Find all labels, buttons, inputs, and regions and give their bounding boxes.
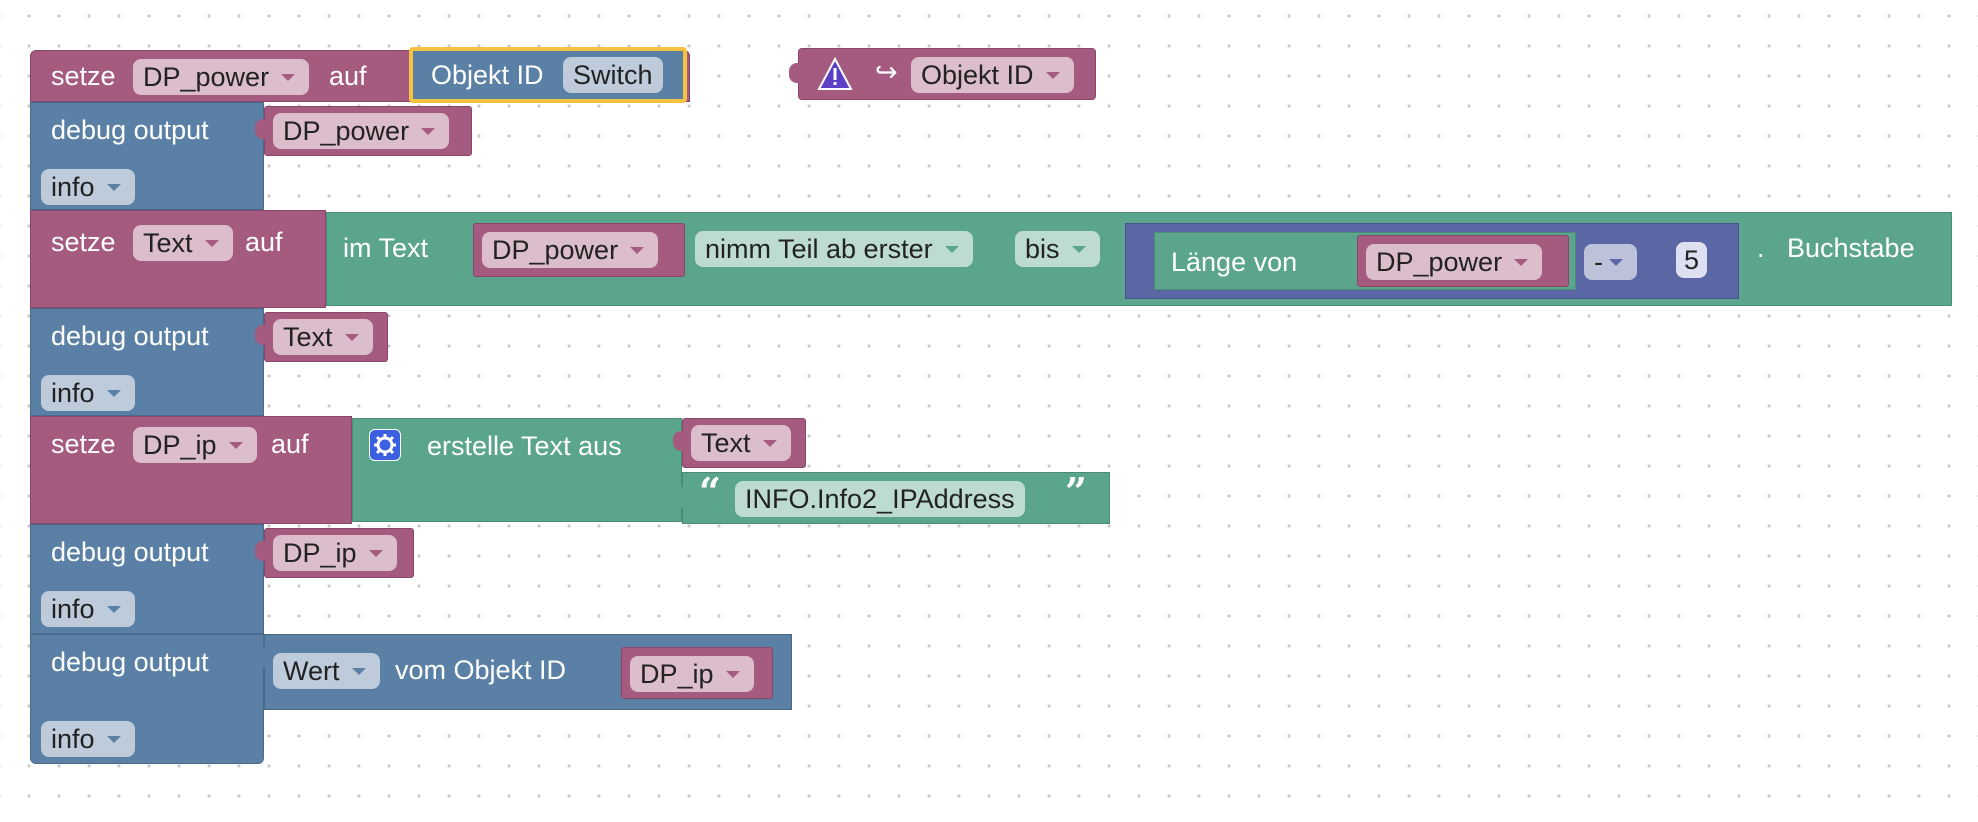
variable-dropdown[interactable]: Text bbox=[273, 319, 373, 355]
to-label: auf bbox=[271, 429, 309, 459]
to-label: auf bbox=[329, 61, 367, 91]
set-variable-block[interactable]: setze DP_power auf Objekt ID Switch bbox=[30, 47, 690, 103]
variable-dropdown[interactable]: DP_power bbox=[273, 113, 450, 149]
left-connector bbox=[255, 325, 265, 345]
property-dropdown[interactable]: Wert bbox=[273, 653, 380, 689]
floating-object-id-block[interactable]: ↪ Objekt ID bbox=[789, 48, 1096, 100]
variable-dropdown[interactable]: DP_power bbox=[133, 59, 310, 95]
object-id-label: Objekt ID bbox=[431, 60, 544, 90]
set-label: setze bbox=[51, 429, 116, 459]
object-id-value[interactable]: Switch bbox=[563, 57, 663, 93]
of-object-label: vom Objekt ID bbox=[395, 655, 567, 685]
length-variable-block[interactable]: DP_power bbox=[1357, 235, 1569, 287]
set-variable-block[interactable]: setze Text auf bbox=[30, 210, 326, 308]
variable-dropdown[interactable]: Text bbox=[691, 425, 791, 461]
left-connector bbox=[255, 119, 265, 139]
log-level-dropdown[interactable]: info bbox=[41, 591, 135, 627]
variable-dropdown[interactable]: DP_ip bbox=[133, 427, 257, 463]
set-variable-block[interactable]: setze DP_ip auf bbox=[30, 416, 352, 524]
debug-output-block[interactable]: debug output info bbox=[30, 634, 264, 764]
variable-dropdown[interactable]: DP_ip bbox=[630, 656, 754, 692]
variable-dropdown[interactable]: DP_power bbox=[482, 232, 659, 268]
debug-value-block[interactable]: DP_power bbox=[255, 106, 472, 156]
number-block[interactable]: 5 bbox=[1662, 230, 1732, 292]
log-level-dropdown[interactable]: info bbox=[41, 169, 135, 205]
length-of-label: Länge von bbox=[1171, 247, 1298, 277]
debug-value-block[interactable]: Text bbox=[255, 312, 388, 362]
gear-icon[interactable] bbox=[369, 429, 401, 461]
left-connector bbox=[673, 487, 683, 507]
create-text-label: erstelle Text aus bbox=[427, 431, 622, 461]
substring-end-mode-dropdown[interactable]: bis bbox=[1015, 231, 1100, 267]
object-id-dropdown[interactable]: Objekt ID bbox=[911, 57, 1074, 93]
text-join-block[interactable]: erstelle Text aus bbox=[352, 418, 682, 522]
open-quote-icon: “ bbox=[699, 469, 721, 514]
debug-output-label: debug output bbox=[51, 115, 209, 145]
set-label: setze bbox=[51, 61, 116, 91]
object-variable-block[interactable]: DP_ip bbox=[621, 647, 773, 699]
debug-output-block[interactable]: debug output info bbox=[30, 308, 264, 416]
log-level-dropdown[interactable]: info bbox=[41, 721, 135, 757]
left-connector bbox=[673, 431, 683, 451]
debug-output-label: debug output bbox=[51, 537, 209, 567]
number-field[interactable]: 5 bbox=[1676, 242, 1708, 278]
close-quote-icon: ” bbox=[1065, 469, 1087, 514]
debug-output-label: debug output bbox=[51, 647, 209, 677]
text-length-block[interactable]: Länge von DP_power bbox=[1154, 232, 1576, 290]
warning-icon[interactable] bbox=[817, 56, 853, 91]
debug-output-block[interactable]: debug output info bbox=[30, 524, 264, 634]
variable-dropdown[interactable]: DP_ip bbox=[273, 535, 397, 571]
join-item1-block[interactable]: Text bbox=[673, 418, 806, 468]
text-string-block[interactable]: “ INFO.Info2_IPAddress ” bbox=[673, 469, 1110, 524]
dot-label: . bbox=[1757, 233, 1765, 263]
variable-dropdown[interactable]: DP_power bbox=[1366, 244, 1543, 280]
variable-dropdown[interactable]: Text bbox=[133, 225, 233, 261]
get-substring-block[interactable]: im Text DP_power nimm Teil ab erster bis… bbox=[326, 212, 1952, 306]
debug-output-block[interactable]: debug output info bbox=[30, 102, 264, 210]
left-connector bbox=[255, 541, 265, 561]
debug-output-label: debug output bbox=[51, 321, 209, 351]
left-connector bbox=[789, 63, 799, 83]
debug-value-block[interactable]: DP_ip bbox=[255, 528, 414, 578]
operator-dropdown[interactable]: - bbox=[1584, 244, 1637, 280]
object-id-block[interactable]: Objekt ID Switch bbox=[409, 47, 687, 103]
letter-label: Buchstabe bbox=[1787, 233, 1915, 263]
log-level-dropdown[interactable]: info bbox=[41, 375, 135, 411]
in-text-label: im Text bbox=[343, 233, 429, 263]
left-connector bbox=[255, 647, 265, 667]
to-label: auf bbox=[245, 227, 283, 257]
substring-mode-dropdown[interactable]: nimm Teil ab erster bbox=[695, 231, 973, 267]
set-label: setze bbox=[51, 227, 116, 257]
text-string-field[interactable]: INFO.Info2_IPAddress bbox=[735, 481, 1025, 517]
return-arrow-icon: ↪ bbox=[875, 57, 898, 87]
source-variable-block[interactable]: DP_power bbox=[473, 223, 685, 277]
math-arithmetic-block[interactable]: Länge von DP_power - 5 bbox=[1125, 223, 1739, 299]
object-value-block[interactable]: Wert vom Objekt ID DP_ip bbox=[255, 634, 792, 710]
